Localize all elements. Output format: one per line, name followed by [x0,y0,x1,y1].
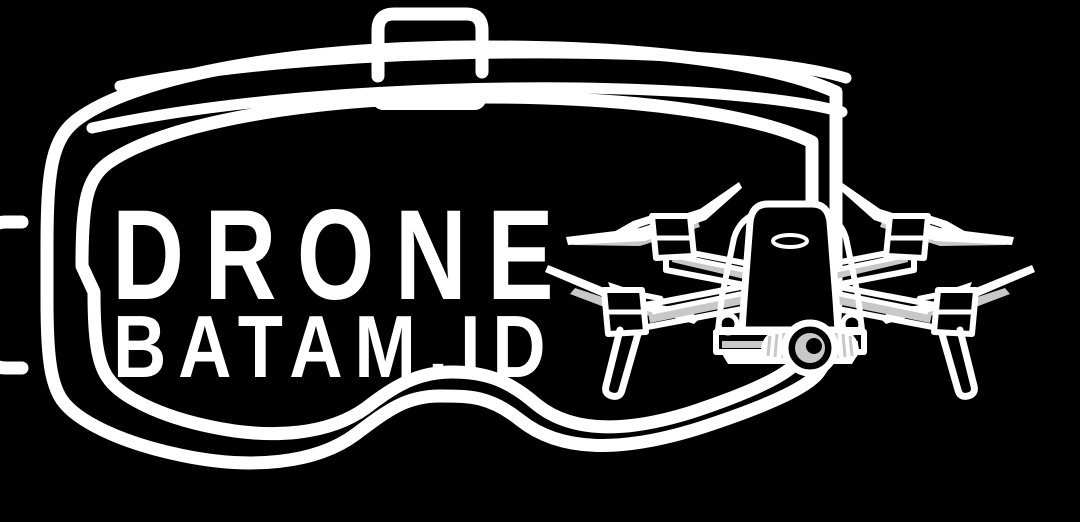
goggles-side-strap-slot [0,215,29,375]
gimbal-camera [761,319,859,377]
arm-lower-right-shade [827,292,932,323]
landing-leg-right [938,326,978,400]
landing-leg-left [602,326,642,400]
arm-lower-right-rail [829,289,929,315]
fuselage-left-sensor-icon [716,312,740,336]
fuselage-top-sensor-icon [771,233,809,249]
goggles-inner-shell [75,90,819,441]
fpv-goggles-outline-icon [0,7,852,470]
landing-legs [602,326,978,400]
gimbal-lens-pupil [806,338,822,354]
arm-lower-left-shade [648,292,753,323]
goggles-strap-mount [371,7,489,83]
arm-lower-left-rail [651,289,751,315]
motor-pods [601,213,979,337]
quadcopter-drone-icon [545,182,1035,400]
goggles-top-rail [114,47,852,92]
goggles-second-rail [86,82,848,134]
drone-fuselage [713,200,867,364]
fuselage-right-sensor-icon [840,312,864,336]
fuselage-main-body [738,200,842,334]
